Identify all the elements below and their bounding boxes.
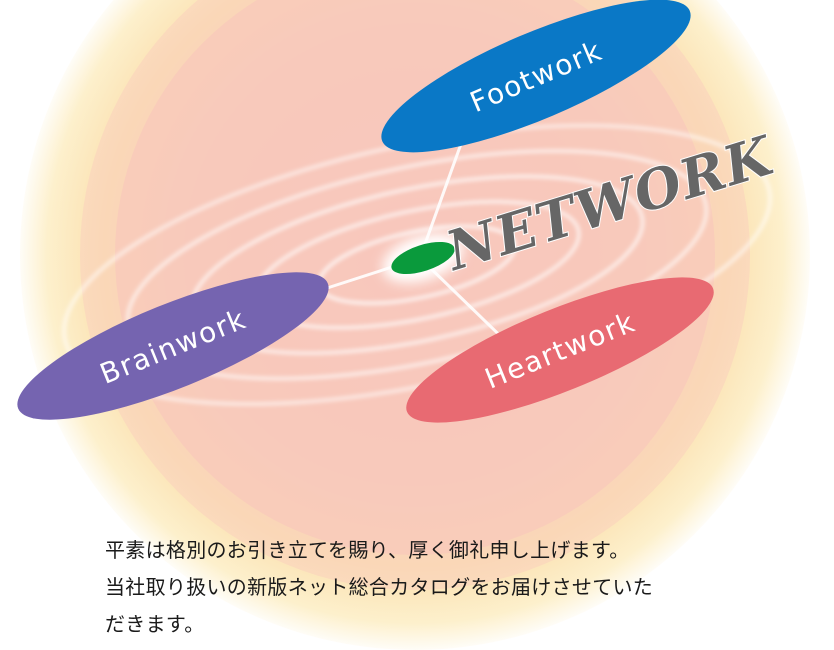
intro-text: 平素は格別のお引き立てを賜り、厚く御礼申し上げます。 当社取り扱いの新版ネット総… — [105, 532, 785, 643]
intro-line-2: 当社取り扱いの新版ネット総合カタログをお届けさせていた — [105, 575, 654, 599]
hub — [382, 233, 464, 283]
hub-core — [391, 241, 455, 275]
intro-line-3: だきます。 — [105, 612, 205, 636]
intro-line-1: 平素は格別のお引き立てを賜り、厚く御礼申し上げます。 — [105, 538, 630, 562]
